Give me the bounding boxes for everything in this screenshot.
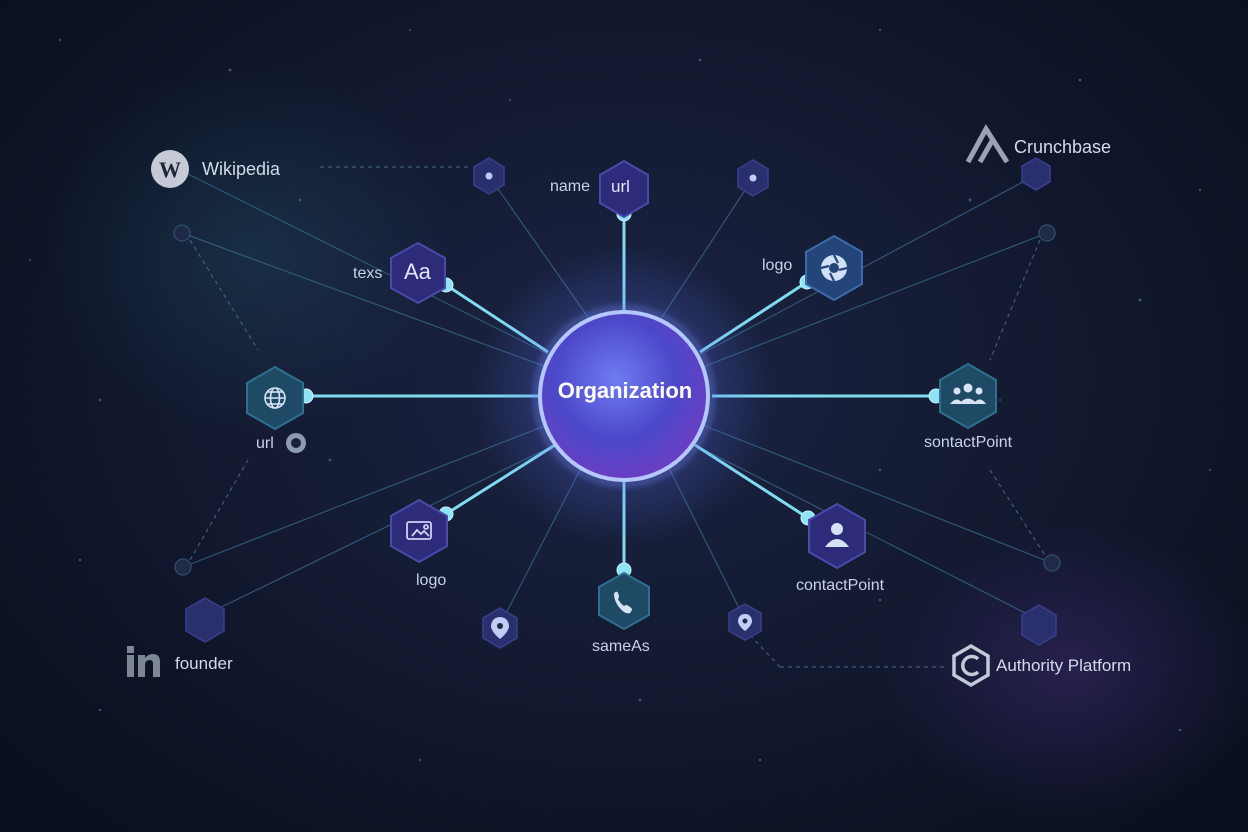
source-label-founder: founder xyxy=(175,654,233,673)
hex-node-linkedin xyxy=(185,597,225,643)
phone-icon xyxy=(614,591,632,614)
property-label-url-left: url xyxy=(256,435,274,452)
relay-nodes xyxy=(173,224,1061,576)
property-label-url-top: url xyxy=(611,177,630,196)
background-particles xyxy=(29,28,1212,762)
image-link-icon xyxy=(406,521,432,540)
hex-texs xyxy=(390,241,446,305)
hex-node-crunchbase xyxy=(1021,157,1051,191)
text-aa-icon: Aa xyxy=(404,259,431,284)
svg-text:W: W xyxy=(159,157,181,182)
property-label-name: name xyxy=(550,178,591,195)
hex-url-top xyxy=(599,159,649,219)
property-label-texs: texs xyxy=(353,265,383,282)
hex-node-authority xyxy=(1021,604,1057,646)
source-label-crunchbase: Crunchbase xyxy=(1014,137,1112,157)
hex-contact-right xyxy=(939,362,997,430)
organization-label: Organization xyxy=(557,378,693,403)
property-label-logo-right: logo xyxy=(762,257,793,274)
source-label-authority-platform: Authority Platform xyxy=(996,656,1132,675)
crunchbase-logo xyxy=(965,124,1010,164)
globe-icon xyxy=(264,387,286,409)
aperture-icon xyxy=(820,254,848,282)
property-label-sontactpoint: sontactPoint xyxy=(924,434,1013,451)
property-label-sameas: sameAs xyxy=(592,638,650,655)
authority-platform-logo xyxy=(952,643,990,688)
dashed-guides xyxy=(189,166,1049,668)
linkedin-logo xyxy=(127,646,160,677)
hex-contact-bottom xyxy=(808,502,866,570)
property-label-logo-bottom: logo xyxy=(416,572,447,589)
hex-sameas xyxy=(598,571,650,631)
property-hex-nodes xyxy=(246,159,997,631)
wikipedia-logo: W xyxy=(151,150,189,188)
background-glow-top-left xyxy=(40,60,460,440)
source-label-wikipedia: Wikipedia xyxy=(202,159,281,179)
property-label-contactpoint: contactPoint xyxy=(796,577,885,594)
location-badge-icon xyxy=(286,433,306,453)
organization-hub[interactable] xyxy=(474,246,774,546)
people-group-icon xyxy=(950,383,986,404)
person-icon xyxy=(825,523,849,547)
